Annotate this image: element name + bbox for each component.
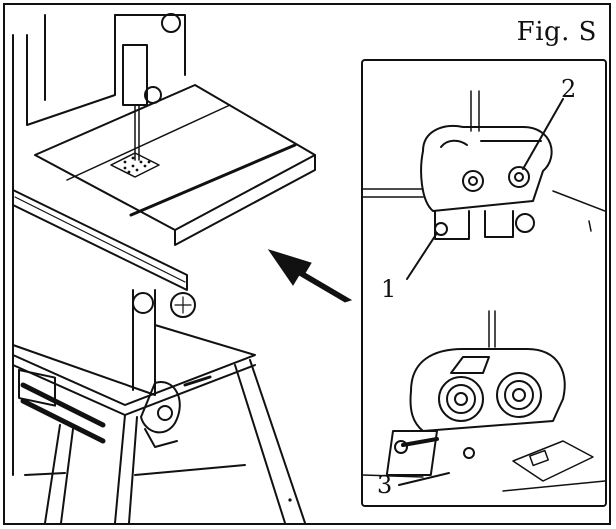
leader-line-1 [406, 232, 438, 280]
leader-line-2 [522, 98, 564, 170]
leader-line-3 [398, 472, 450, 486]
callout-3: 3 [377, 471, 393, 499]
pointer-arrow [267, 249, 353, 303]
guide-bearing-drawing [363, 90, 605, 492]
callout-2: 2 [561, 75, 577, 103]
detail-inset: 1 2 3 [361, 59, 607, 507]
bandsaw-drawing [12, 13, 353, 523]
figure-title: Fig. S [516, 17, 597, 47]
figure-frame: Fig. S [3, 3, 611, 525]
callout-1: 1 [381, 275, 397, 303]
